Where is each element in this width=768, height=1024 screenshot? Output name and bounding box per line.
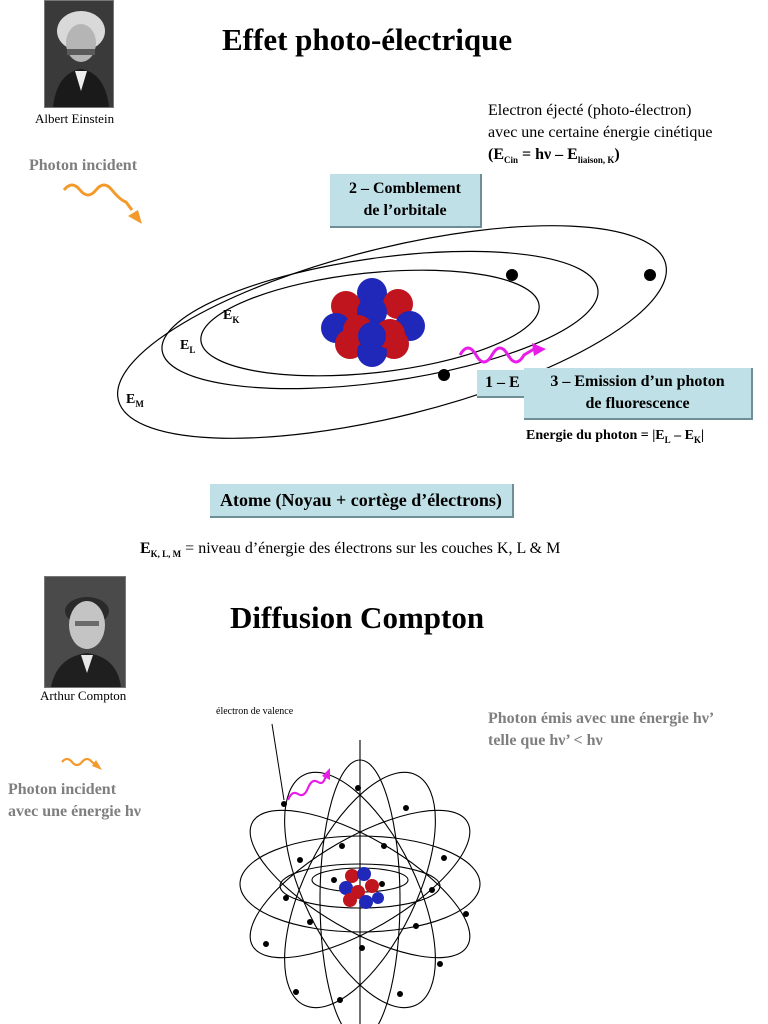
fluorescence-photon-arrowhead [532,343,546,356]
compton-incident-photon-arrowhead [92,760,102,770]
electron-l [506,269,518,281]
ejected-electron-text: Electron éjecté (photo-électron) avec un… [488,100,764,171]
box-emission-line2: de fluorescence [585,395,690,412]
incident-photon-arrowhead [128,210,142,224]
label-el: EL [180,338,196,355]
einstein-caption: Albert Einstein [35,111,115,126]
nucleus-2 [339,867,384,909]
einstein-portrait-drawing [45,1,113,107]
compton-photon-incident-line2: avec une énergie hν [8,803,141,820]
compton-emitted-photon-wave [286,773,328,801]
atome-box: Atome (Noyau + cortège d’électrons) [210,484,514,518]
compton-caption: Arthur Compton [40,688,127,703]
compton-atom [239,740,481,1024]
box-comblement-line1: 2 – Comblement [349,180,461,197]
section1-title: Effet photo-électrique [222,22,513,57]
orbit-m [117,225,667,439]
photon-emis-line1: Photon émis avec une énergie hν’ [488,710,715,727]
compton-electrons [263,785,469,1003]
fluorescence-photon-wave [458,346,535,364]
ejected-line1: Electron éjecté (photo-électron) [488,102,692,119]
photon-incident-label: Photon incident [29,157,138,174]
compton-photon-incident: Photon incident avec une énergie hν [8,779,141,823]
valence-pointer [271,723,285,801]
section2-title: Diffusion Compton [230,600,485,635]
electron-ejected [644,269,656,281]
electron-k [438,369,450,381]
orbit-k [200,269,540,377]
einstein-portrait [44,0,114,108]
energy-levels-note: EK, L, M = niveau d’énergie des électron… [140,540,561,560]
orbit-l [161,250,599,390]
nucleus-1 [321,278,425,367]
valence-label: électron de valence [216,706,294,717]
ejected-line2: avec une certaine énergie cinétique [488,124,713,141]
compton-emitted-photon-arrowhead [322,768,330,780]
box-comblement: 2 – Comblement de l’orbitale [330,174,482,228]
box-comblement-line2: de l’orbitale [363,202,447,219]
box-emission-line1: 3 – Emission d’un photon [550,373,725,390]
compton-portrait [44,576,126,688]
box-emission: 3 – Emission d’un photon de fluorescence [524,368,753,420]
compton-photon-incident-line1: Photon incident [8,781,117,798]
compton-incident-photon-wave [61,757,99,767]
compton-portrait-drawing [45,577,125,687]
box-hidden-text: 1 – E [485,374,520,391]
label-em: EM [126,392,144,409]
photon-emis-line2: telle que hν’ < hν [488,732,603,749]
label-ek: EK [223,308,240,325]
photon-emis-text: Photon émis avec une énergie hν’ telle q… [488,708,714,752]
incident-photon-wave [62,183,134,211]
ejected-formula: (ECin = hν – Eliaison, K) [488,146,620,166]
energie-photon: Energie du photon = |EL – EK| [526,428,705,445]
